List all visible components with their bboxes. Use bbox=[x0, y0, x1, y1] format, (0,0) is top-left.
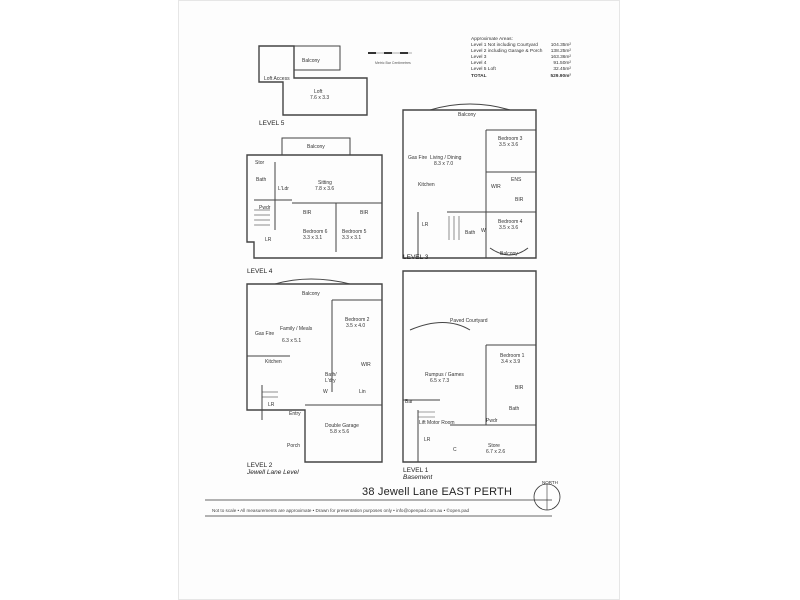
l4-pwdr-label: Pwdr bbox=[259, 205, 271, 211]
l1-pwdr-label: Pwdr bbox=[486, 418, 498, 424]
level2-outline bbox=[246, 283, 383, 463]
l4-lr-label: LR bbox=[265, 237, 272, 243]
l4-balcony-label: Balcony bbox=[307, 144, 325, 150]
l2-lin-label: Lin bbox=[359, 389, 366, 395]
l4-sitting-dim: 7.8 x 3.6 bbox=[315, 186, 335, 192]
l3-bath-label: Bath bbox=[465, 230, 476, 236]
l2-w-label: W bbox=[323, 389, 328, 395]
l5-loft-dim: 7.6 x 3.3 bbox=[310, 95, 330, 101]
l2-wir-label: WIR bbox=[361, 362, 371, 368]
level2-subtitle: Jewell Lane Level bbox=[247, 469, 299, 476]
scale-bar bbox=[368, 52, 412, 54]
l4-bed5-label: Bedroom 5 bbox=[342, 229, 367, 235]
l4-bath-label: Bath bbox=[256, 177, 267, 183]
l1-bed1-dim: 3.4 x 3.9 bbox=[501, 359, 521, 365]
l4-bed6-label: Bedroom 6 bbox=[303, 229, 328, 235]
level5-title: LEVEL 5 bbox=[259, 120, 285, 127]
l1-bir-label: BIR bbox=[515, 385, 524, 391]
l2-kitchen-label: Kitchen bbox=[265, 359, 282, 365]
l1-rumpus-label: Rumpus / Games bbox=[425, 372, 464, 378]
level3-title: LEVEL 3 bbox=[403, 254, 429, 261]
l2-bed2-dim: 3.5 x 4.0 bbox=[346, 323, 366, 329]
areas-table: Approximate Areas: Level 1 Not including… bbox=[471, 37, 571, 80]
l4-stor-label: Stor bbox=[255, 160, 265, 166]
level1-title: LEVEL 1 Basement bbox=[403, 467, 432, 481]
l1-lr-label: LR bbox=[424, 437, 431, 443]
l4-bed5-dim: 3.3 x 3.1 bbox=[342, 235, 362, 241]
level3-outline bbox=[402, 109, 537, 259]
level1-subtitle: Basement bbox=[403, 474, 433, 481]
l4-bir-label: BIR bbox=[360, 210, 369, 216]
l2-garage-dim: 5.8 x 5.6 bbox=[330, 429, 350, 435]
l3-bed4-label: Bedroom 4 bbox=[498, 219, 523, 225]
l5-balcony-label: Balcony bbox=[302, 58, 320, 64]
l1-rumpus-dim: 6.5 x 7.3 bbox=[430, 378, 450, 384]
level1-title-text: LEVEL 1 bbox=[403, 467, 429, 474]
l3-balcony-label: Balcony bbox=[458, 112, 476, 118]
l3-balcony2-label: Balcony bbox=[500, 251, 518, 257]
l1-c-label: C bbox=[453, 447, 457, 453]
l2-porch-label: Porch bbox=[287, 443, 301, 449]
level4-outline bbox=[246, 154, 383, 259]
l3-gas-label: Gas Fire bbox=[408, 155, 428, 161]
l2-bed2-label: Bedroom 2 bbox=[345, 317, 370, 323]
l5-loft-access-label: Loft Access bbox=[264, 76, 290, 82]
level5-balcony bbox=[293, 45, 341, 71]
property-address: 38 Jewell Lane EAST PERTH bbox=[362, 486, 513, 498]
level3-balcony-arc bbox=[429, 103, 511, 111]
l2-family-label: Family / Meals bbox=[280, 326, 313, 332]
l4-bed6-dim: 3.3 x 3.1 bbox=[303, 235, 323, 241]
l3-wir-label: WIR bbox=[491, 184, 501, 190]
level2-title: LEVEL 2 Jewell Lane Level bbox=[247, 462, 299, 476]
l2-balcony-label: Balcony bbox=[302, 291, 320, 297]
l4-sitting-label: Sitting bbox=[318, 180, 332, 186]
l4-ldry-label: L'Ldr bbox=[278, 186, 289, 192]
l3-living-label: Living / Dining bbox=[430, 155, 462, 161]
l1-bed1-label: Bedroom 1 bbox=[500, 353, 525, 359]
l2-ldry-label: L'dry bbox=[325, 378, 336, 384]
level1-outline bbox=[402, 270, 537, 463]
l3-bir-label: BIR bbox=[515, 197, 524, 203]
level2-title-text: LEVEL 2 bbox=[247, 462, 273, 469]
l3-bed4-dim: 3.5 x 3.6 bbox=[499, 225, 519, 231]
l1-bar-label: Bar bbox=[405, 399, 413, 405]
areas-heading: Approximate Areas: bbox=[471, 37, 513, 42]
l4-bir-label: BIR bbox=[303, 210, 312, 216]
l5-loft-label: Loft bbox=[314, 89, 323, 95]
l3-bed3-dim: 3.5 x 3.6 bbox=[499, 142, 519, 148]
l3-w-label: W bbox=[481, 228, 486, 234]
l2-garage-label: Double Garage bbox=[325, 423, 359, 429]
l1-bath-label: Bath bbox=[509, 406, 520, 412]
l2-bath-label: Bath/ bbox=[325, 372, 337, 378]
footer-disclaimer: Not to scale • All measurements are appr… bbox=[212, 508, 470, 513]
level4-title: LEVEL 4 bbox=[247, 268, 273, 275]
l3-living-dim: 8.3 x 7.0 bbox=[434, 161, 454, 167]
l1-store-label: Store bbox=[488, 443, 500, 449]
l3-lr-label: LR bbox=[422, 222, 429, 228]
north-arrow-icon bbox=[533, 483, 561, 511]
level4-balcony bbox=[281, 137, 351, 155]
l2-entry-label: Entry bbox=[289, 411, 301, 417]
l2-lr-label: LR bbox=[268, 402, 275, 408]
l2-family-dim: 6.3 x 5.1 bbox=[282, 338, 302, 344]
north-label: NORTH bbox=[542, 480, 558, 485]
l3-bed3-label: Bedroom 3 bbox=[498, 136, 523, 142]
l3-kitchen-label: Kitchen bbox=[418, 182, 435, 188]
scale-note: Metric Bar Centimetres bbox=[375, 61, 411, 65]
l1-courtyard-label: Paved Courtyard bbox=[450, 318, 488, 324]
l3-ens-label: ENS bbox=[511, 177, 522, 183]
l1-store-dim: 6.7 x 2.6 bbox=[486, 449, 506, 455]
l2-gas-label: Gas Fire bbox=[255, 331, 275, 337]
l1-lift-label: Lift Motor Room bbox=[419, 420, 455, 426]
